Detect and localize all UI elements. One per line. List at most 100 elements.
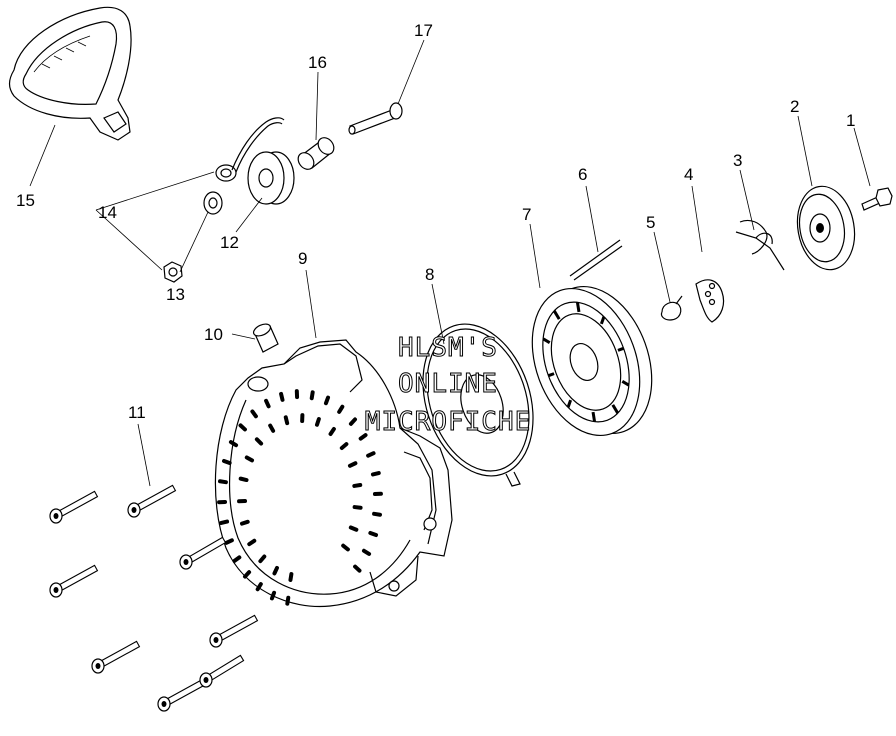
part-9-starter-housing (214, 339, 453, 608)
bolt (179, 536, 227, 570)
vent-slot (368, 530, 378, 538)
reel-spoke (591, 411, 597, 422)
callout-17: 17 (414, 21, 433, 40)
bolt (157, 678, 207, 712)
vent-slot (353, 564, 362, 573)
leader-3 (739, 169, 755, 231)
housing-vent-slots (217, 389, 383, 606)
callout-2: 2 (790, 97, 799, 116)
part-14-nut-and-clip (163, 117, 285, 283)
vent-slot (358, 433, 368, 441)
vent-slot (232, 555, 242, 563)
part-15-starter-handle (8, 6, 132, 141)
part-16-bushing (297, 137, 335, 170)
reel-spoke (611, 404, 620, 414)
watermark-line-1: HLSM'S (398, 333, 498, 363)
part-4-pawl (695, 279, 725, 323)
vent-slot (339, 442, 349, 450)
part-12-guide-pulley (247, 151, 295, 205)
vent-slot (269, 590, 277, 601)
vent-slot (238, 423, 247, 432)
leader-2 (797, 115, 813, 187)
bolt (49, 490, 99, 524)
callout-1: 1 (846, 111, 855, 130)
vent-slot (217, 499, 228, 505)
bolt (91, 640, 141, 674)
vent-slot (372, 491, 383, 497)
leader-7 (529, 223, 541, 289)
reel-spoke (617, 346, 625, 352)
leader-13 (179, 211, 209, 273)
vent-slot (222, 458, 232, 466)
reel-spoke (542, 337, 551, 344)
vent-slot (254, 437, 264, 446)
vent-slot (348, 525, 359, 532)
reel-spoke (547, 372, 555, 378)
part-3-pawl-spring (735, 219, 785, 271)
vent-slot (258, 554, 267, 564)
leader-17 (397, 39, 425, 105)
callout-11: 11 (128, 403, 146, 422)
leader-1 (853, 127, 871, 187)
vent-slot (237, 499, 248, 504)
vent-slot (323, 395, 331, 406)
reel-spoke (566, 399, 573, 408)
callout-8: 8 (425, 265, 434, 284)
vent-slot (352, 483, 363, 488)
bolt (127, 484, 177, 518)
part-10-cap (252, 323, 279, 353)
part-11-bolts (49, 484, 259, 712)
part-2-drive-plate (796, 185, 856, 271)
reel-spoke (621, 380, 630, 387)
vent-slot (294, 389, 300, 400)
part-5-small-spring (660, 295, 683, 321)
leader-10 (231, 333, 256, 340)
leader-6 (585, 185, 599, 253)
leader-11 (137, 423, 151, 487)
leader-8 (431, 283, 445, 345)
callout-3: 3 (733, 151, 742, 170)
vent-slot (366, 451, 376, 458)
vent-slot (283, 415, 290, 426)
bolt (199, 654, 245, 688)
vent-slot (314, 417, 321, 427)
leader-15 (29, 124, 56, 187)
watermark-line-3: MICROFICHE (365, 407, 532, 437)
reel-spoke (552, 310, 561, 320)
leader-4 (691, 185, 703, 253)
vent-slot (285, 595, 291, 606)
vent-slot (238, 476, 249, 483)
leader-5 (653, 231, 671, 303)
bolt (49, 564, 99, 598)
callout-6: 6 (578, 165, 587, 184)
vent-slot (224, 538, 234, 545)
vent-slot (244, 455, 255, 463)
part-8-recoil-spring (422, 323, 534, 487)
vent-slot (300, 413, 305, 424)
callout-10: 10 (204, 325, 223, 344)
vent-slot (352, 505, 363, 510)
vent-slot (268, 423, 276, 433)
reel-spoke (575, 302, 581, 313)
vent-slot (348, 417, 357, 426)
callout-12: 12 (220, 233, 239, 252)
vent-slot (243, 570, 252, 579)
leader-16 (315, 71, 319, 141)
vent-slot (370, 471, 381, 477)
callout-7: 7 (522, 205, 531, 224)
vent-slot (272, 565, 279, 576)
callout-9: 9 (298, 249, 307, 268)
vent-slot (328, 426, 336, 436)
vent-slot (341, 543, 350, 552)
callout-16: 16 (308, 53, 327, 72)
vent-slot (255, 582, 263, 592)
callout-15: 15 (16, 191, 35, 210)
callout-4: 4 (684, 165, 693, 184)
part-7-rope-reel (531, 285, 653, 437)
vent-slot (347, 461, 358, 468)
leader-14a (95, 209, 163, 271)
leader-14b (95, 171, 215, 211)
callout-5: 5 (646, 213, 655, 232)
vent-slot (239, 519, 250, 526)
